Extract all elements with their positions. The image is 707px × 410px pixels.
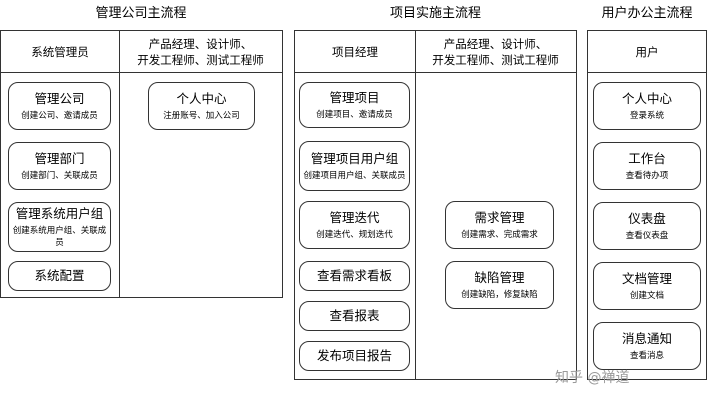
card-manage-department[interactable]: 管理部门 创建部门、关联成员: [8, 142, 111, 190]
card-subtitle: 创建部门、关联成员: [21, 170, 98, 181]
card-title: 个人中心: [621, 90, 672, 106]
card-subtitle: 登录系统: [629, 110, 664, 121]
column-header-label: 开发工程师、测试工程师: [137, 52, 264, 67]
card-subtitle: 创建项目用户组、关联成员: [303, 170, 406, 181]
column-header-user: 用户: [588, 31, 706, 73]
card-title: 管理部门: [34, 150, 85, 166]
card-title: 管理公司: [34, 90, 85, 106]
column-header-label: 开发工程师、测试工程师: [432, 52, 559, 67]
card-subtitle: 创建系统用户组、关联成员: [12, 225, 107, 248]
card-subtitle: 创建需求、完成需求: [461, 229, 538, 240]
card-personal-center[interactable]: 个人中心 注册账号、加入公司: [148, 82, 255, 130]
card-title: 工作台: [628, 150, 666, 166]
column-header-label: 用户: [635, 44, 659, 59]
card-subtitle: 创建公司、邀请成员: [21, 110, 98, 121]
column-header-label: 产品经理、设计师、: [148, 36, 253, 51]
card-title: 仪表盘: [628, 210, 666, 226]
card-manage-project-usergroup[interactable]: 管理项目用户组 创建项目用户组、关联成员: [299, 141, 410, 191]
card-subtitle: 查看待办项: [625, 170, 669, 181]
card-manage-project[interactable]: 管理项目 创建项目、邀请成员: [299, 82, 410, 128]
card-title: 管理系统用户组: [15, 205, 104, 221]
card-title: 缺陷管理: [474, 269, 525, 285]
column-header-label: 项目经理: [332, 44, 378, 59]
project-flow-panel: 项目经理 产品经理、设计师、 开发工程师、测试工程师 管理项目 创建项目、邀请成…: [294, 30, 577, 380]
card-manage-company[interactable]: 管理公司 创建公司、邀请成员: [8, 82, 111, 130]
card-title: 管理项目: [329, 89, 380, 105]
card-title: 管理迭代: [329, 209, 380, 225]
card-manage-system-usergroup[interactable]: 管理系统用户组 创建系统用户组、关联成员: [8, 202, 111, 252]
card-title: 管理项目用户组: [310, 150, 399, 166]
card-message-notification[interactable]: 消息通知 查看消息: [593, 322, 701, 370]
column-header-label: 系统管理员: [31, 44, 89, 59]
column-header-roles: 产品经理、设计师、 开发工程师、测试工程师: [119, 31, 282, 73]
card-title: 查看需求看板: [316, 268, 392, 283]
card-subtitle: 注册账号、加入公司: [163, 110, 240, 121]
card-subtitle: 创建缺陷，修复缺陷: [461, 289, 538, 300]
card-title: 文档管理: [621, 270, 672, 286]
card-manage-iteration[interactable]: 管理迭代 创建迭代、规划迭代: [299, 201, 410, 249]
card-title: 发布项目报告: [316, 348, 392, 363]
card-user-personal-center[interactable]: 个人中心 登录系统: [593, 82, 701, 130]
card-publish-project-report[interactable]: 发布项目报告: [299, 341, 410, 371]
column-divider: [119, 31, 120, 297]
watermark: 知乎 @禅道: [555, 370, 630, 386]
section-title-project: 项目实施主流程: [389, 6, 481, 21]
card-dashboard[interactable]: 仪表盘 查看仪表盘: [593, 202, 701, 250]
user-flow-panel: 用户 个人中心 登录系统 工作台 查看待办项 仪表盘 查看仪表盘 文档管理 创建…: [587, 30, 707, 380]
card-title: 个人中心: [176, 90, 227, 106]
card-system-config[interactable]: 系统配置: [8, 261, 111, 291]
card-title: 系统配置: [34, 268, 85, 283]
column-header-sysadmin: 系统管理员: [1, 31, 119, 73]
card-defect-management[interactable]: 缺陷管理 创建缺陷，修复缺陷: [445, 261, 554, 309]
card-subtitle: 创建项目、邀请成员: [316, 109, 393, 120]
column-divider: [415, 31, 416, 379]
card-subtitle: 创建文档: [629, 290, 664, 301]
column-header-roles: 产品经理、设计师、 开发工程师、测试工程师: [415, 31, 576, 73]
card-subtitle: 查看仪表盘: [625, 230, 669, 241]
card-requirement-management[interactable]: 需求管理 创建需求、完成需求: [445, 201, 554, 249]
card-title: 查看报表: [329, 308, 380, 323]
column-header-pm: 项目经理: [295, 31, 415, 73]
card-title: 需求管理: [474, 209, 525, 225]
card-subtitle: 查看消息: [629, 350, 664, 361]
card-workbench[interactable]: 工作台 查看待办项: [593, 142, 701, 190]
section-title-company: 管理公司主流程: [95, 6, 187, 21]
company-flow-panel: 系统管理员 产品经理、设计师、 开发工程师、测试工程师 管理公司 创建公司、邀请…: [0, 30, 283, 298]
card-title: 消息通知: [621, 330, 672, 346]
card-view-reports[interactable]: 查看报表: [299, 301, 410, 331]
card-document-management[interactable]: 文档管理 创建文档: [593, 262, 701, 310]
section-title-user: 用户办公主流程: [601, 6, 693, 21]
card-subtitle: 创建迭代、规划迭代: [316, 229, 393, 240]
card-view-requirement-board[interactable]: 查看需求看板: [299, 261, 410, 291]
column-header-label: 产品经理、设计师、: [443, 36, 548, 51]
